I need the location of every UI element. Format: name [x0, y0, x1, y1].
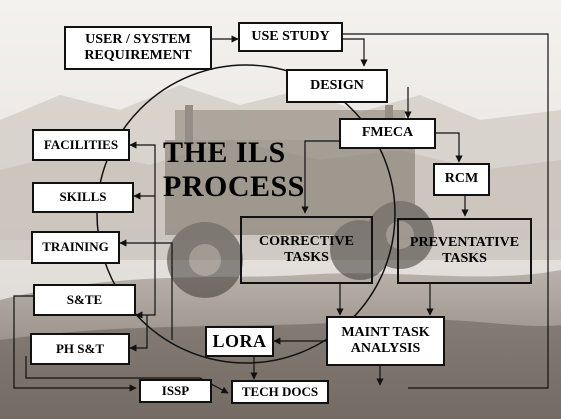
ils-circle — [96, 64, 396, 364]
arrow-phst-to-techdocs — [25, 356, 229, 394]
title-line-2: PROCESS — [163, 170, 305, 203]
node-design: DESIGN — [286, 69, 388, 103]
node-corrective-tasks: CORRECTIVE TASKS — [240, 216, 373, 284]
arrow-fmeca-to-rcm — [436, 132, 463, 163]
arrow-to-ste — [135, 300, 156, 319]
arrow-usestudy-to-design — [343, 38, 368, 67]
node-ph-st: PH S&T — [30, 333, 130, 365]
node-use-study: USE STUDY — [238, 22, 343, 52]
node-preventative-tasks: PREVENTATIVE TASKS — [397, 218, 532, 284]
arrow-to-training — [119, 239, 173, 340]
node-fmeca: FMECA — [339, 118, 436, 149]
node-ste: S&TE — [33, 284, 136, 316]
node-lora: LORA — [205, 326, 274, 357]
title-line-1: THE ILS — [163, 136, 286, 169]
diagram-title: THE ILS PROCESS — [163, 136, 313, 204]
line-left-loop — [13, 295, 137, 392]
node-user-system-requirement: USER / SYSTEM REQUIREMENT — [64, 26, 212, 70]
node-tech-docs: TECH DOCS — [231, 380, 329, 404]
node-rcm: RCM — [433, 163, 490, 196]
node-skills: SKILLS — [32, 182, 134, 213]
node-training: TRAINING — [31, 231, 120, 264]
arrow-fmeca-to-corrective — [301, 140, 339, 214]
node-facilities: FACILITIES — [32, 129, 130, 161]
node-maint-task-analysis: MAINT TASK ANALYSIS — [326, 316, 445, 366]
node-issp: ISSP — [139, 379, 212, 403]
arrow-to-facilities — [129, 141, 156, 300]
arrow-to-phst — [129, 315, 148, 352]
line-usestudy-right — [343, 33, 549, 389]
